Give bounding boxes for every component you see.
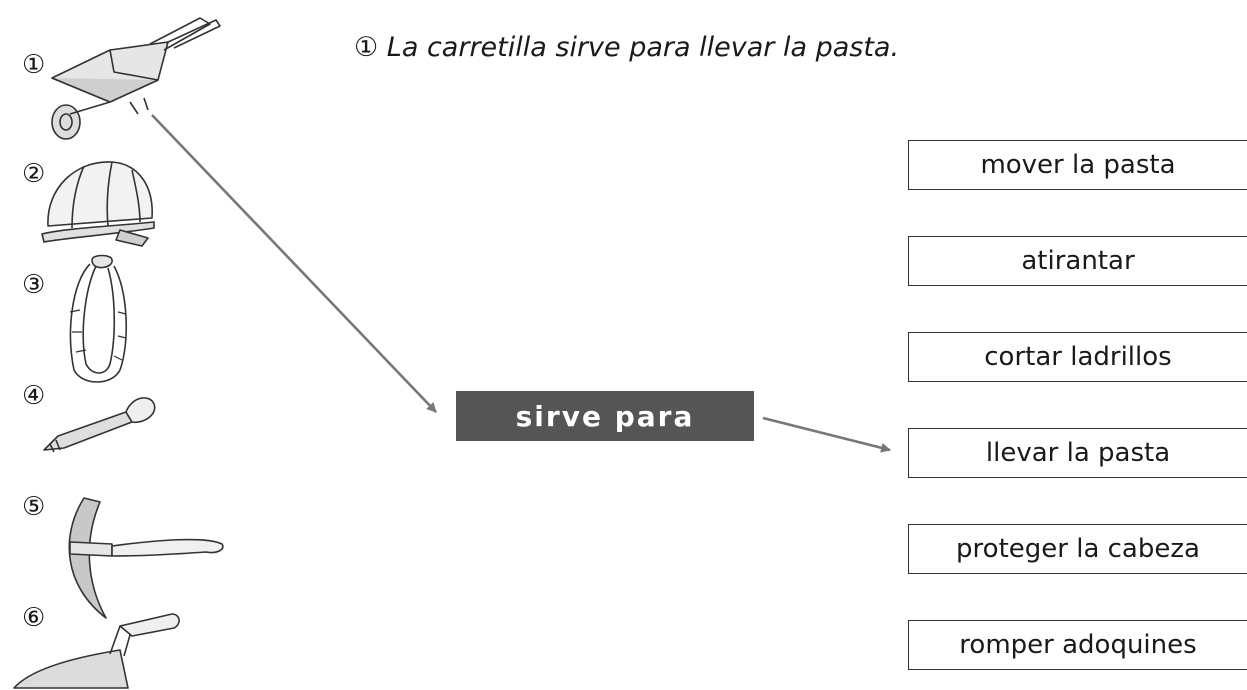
arrow-item-to-connector bbox=[151, 114, 437, 413]
wheelbarrow-icon bbox=[51, 17, 221, 140]
item-number-6: ⑥ bbox=[22, 603, 46, 633]
rope-icon bbox=[69, 254, 127, 383]
answer-box-2[interactable]: atirantar bbox=[908, 236, 1247, 286]
helmet-icon bbox=[41, 161, 155, 247]
chisel-icon bbox=[43, 397, 156, 453]
item-number-5: ⑤ bbox=[22, 492, 46, 522]
trowel-icon bbox=[13, 613, 180, 689]
example-sentence: ① La carretilla sirve para llevar la pas… bbox=[354, 32, 900, 63]
item-number-2: ② bbox=[22, 159, 46, 189]
item-number-1: ① bbox=[22, 50, 46, 80]
connector-label: sirve para bbox=[456, 391, 754, 441]
answer-box-6[interactable]: romper adoquines bbox=[908, 620, 1247, 670]
item-number-3: ③ bbox=[22, 270, 46, 300]
answer-box-4[interactable]: llevar la pasta bbox=[908, 428, 1247, 478]
item-number-4: ④ bbox=[22, 381, 46, 411]
answer-box-3[interactable]: cortar ladrillos bbox=[908, 332, 1247, 382]
answer-box-1[interactable]: mover la pasta bbox=[908, 140, 1247, 190]
arrow-connector-to-answer bbox=[762, 416, 891, 453]
pickaxe-icon bbox=[68, 497, 224, 619]
answer-box-5[interactable]: proteger la cabeza bbox=[908, 524, 1247, 574]
